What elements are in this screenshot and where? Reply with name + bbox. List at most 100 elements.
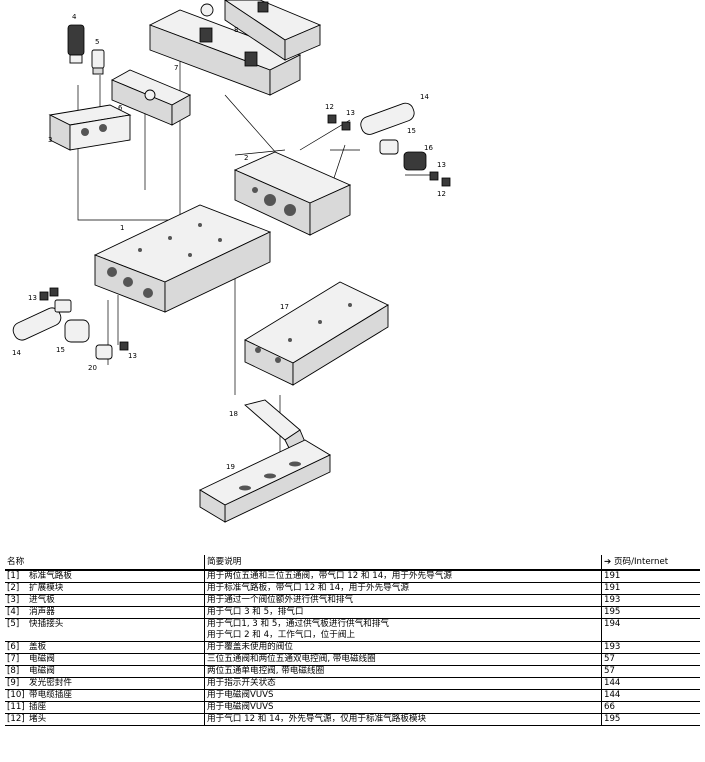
callout: 13 [346, 109, 355, 117]
cell-name: [7] 电磁阀 [5, 653, 205, 666]
cell-page: 57 [601, 653, 700, 666]
table-row: [1]标准气路板用于两位五通和三位五通阀，带气口 12 和 14，用于外先导气源… [5, 570, 700, 583]
cell-page: 66 [601, 701, 700, 714]
cell-description: 两位五通单电控阀, 带电磁线圈 [204, 665, 602, 678]
item-number: [6] [7, 642, 20, 652]
fitting-5 [91, 49, 105, 75]
item-number: [2] [7, 583, 20, 593]
cell-description: 用于指示开关状态 [204, 677, 602, 690]
manifold-1 [93, 204, 272, 313]
description-line: 用于气口 12 和 14，外先导气源，仅用于标准气路板模块 [207, 714, 427, 724]
description-line: 用于覆盖未使用的阀位 [207, 642, 293, 652]
description-line: 两位五通单电控阀, 带电磁线圈 [207, 666, 325, 676]
supply-plate-3 [48, 104, 132, 151]
item-number: [9] [7, 678, 20, 688]
header-name: 名称 [5, 555, 205, 571]
callout: 6 [118, 104, 123, 112]
callout: 1 [120, 224, 124, 232]
callout-labels: 1 2 3 4 5 6 7 8 12 13 14 15 16 13 12 13 … [12, 13, 446, 471]
table-row: [2] 扩展模块 用于标准气路板，带气口 12 和 14，用于外先导气源 191 [5, 582, 700, 595]
arrow-icon: ➔ [604, 557, 612, 567]
parts-table: 名称 简要说明 ➔ 页码/Internet [1]标准气路板用于两位五通和三位五… [5, 555, 700, 726]
cell-page: 191 [601, 582, 700, 595]
cell-page: 195 [601, 713, 700, 726]
callout: 5 [95, 38, 99, 46]
left-fittings [12, 287, 129, 360]
item-name: 扩展模块 [29, 583, 64, 593]
cell-name: [4]消声器 [5, 606, 205, 619]
callout: 17 [280, 303, 289, 311]
solenoid-valve-8 [224, 0, 322, 61]
cell-name: [1]标准气路板 [5, 570, 205, 583]
description-line: 三位五通阀和两位五通双电控阀, 带电磁线圈 [207, 654, 376, 664]
cell-name: [9] 发光密封件 [5, 677, 205, 690]
item-name: 堵头 [29, 714, 47, 724]
item-number: [7] [7, 654, 20, 664]
cell-description: 用于气口1, 3 和 5，通过供气板进行供气和排气用于气口 2 和 4，工作气口… [204, 618, 602, 642]
cell-page: 193 [601, 641, 700, 654]
solenoid-valve-7 [148, 3, 302, 96]
header-page: ➔ 页码/Internet [601, 555, 700, 571]
cell-description: 用于气口 3 和 5，排气口 [204, 606, 602, 619]
callout: 15 [56, 346, 65, 354]
cell-name: [8]电磁阀 [5, 665, 205, 678]
callout: 14 [12, 349, 21, 357]
item-name: 带电缆插座 [29, 690, 72, 700]
cell-name: [6] 盖板 [5, 641, 205, 654]
cell-description: 用于通过一个阀位额外进行供气和排气 [204, 594, 602, 607]
description-line: 用于标准气路板，带气口 12 和 14，用于外先导气源 [207, 583, 409, 593]
item-number: [4] [7, 607, 20, 617]
callout: 18 [229, 410, 238, 418]
cell-page: 57 [601, 665, 700, 678]
item-number: [12] [7, 714, 25, 724]
clip-18 [244, 399, 306, 451]
item-name: 插座 [29, 702, 47, 712]
item-number: [3] [7, 595, 20, 605]
cell-description: 用于气口 12 和 14，外先导气源，仅用于标准气路板模块 [204, 713, 602, 726]
header-page-label: 页码/Internet [613, 557, 669, 567]
callout: 20 [88, 364, 97, 372]
description-line: 用于两位五通和三位五通阀，带气口 12 和 14，用于外先导气源 [207, 571, 452, 581]
callout: 16 [424, 144, 433, 152]
table-row: [7] 电磁阀 三位五通阀和两位五通双电控阀, 带电磁线圈 57 [5, 653, 700, 666]
cell-description: 用于两位五通和三位五通阀，带气口 12 和 14，用于外先导气源 [204, 570, 602, 583]
manifold-17 [244, 281, 389, 386]
item-name: 电磁阀 [29, 666, 55, 676]
cell-page: 195 [601, 606, 700, 619]
callout: 14 [420, 93, 429, 101]
item-name: 进气板 [29, 595, 55, 605]
item-name: 电磁阀 [29, 654, 55, 664]
cell-description: 用于电磁阀VUVS [204, 689, 602, 702]
callout: 19 [226, 463, 235, 471]
cell-page: 194 [601, 618, 700, 642]
extension-module-2 [233, 151, 352, 236]
item-number: [5] [7, 619, 20, 629]
header-description: 简要说明 [204, 555, 602, 571]
cell-name: [3] 进气板 [5, 594, 205, 607]
table-body: [1]标准气路板用于两位五通和三位五通阀，带气口 12 和 14，用于外先导气源… [5, 570, 700, 726]
item-name: 盖板 [29, 642, 47, 652]
callout: 13 [128, 352, 137, 360]
cell-name: [12] 堵头 [5, 713, 205, 726]
callout: 7 [174, 64, 178, 72]
leader-lines [77, 60, 430, 465]
callout: 13 [437, 161, 446, 169]
description-line: 用于指示开关状态 [207, 678, 276, 688]
exploded-assembly-drawing: 1 2 3 4 5 6 7 8 12 13 14 15 16 13 12 13 … [12, 0, 451, 523]
callout: 15 [407, 127, 416, 135]
callout: 12 [325, 103, 334, 111]
callout: 12 [437, 190, 446, 198]
cell-page: 193 [601, 594, 700, 607]
description-line: 用于气口1, 3 和 5，通过供气板进行供气和排气 [207, 619, 390, 629]
callout: 13 [28, 294, 37, 302]
item-name: 发光密封件 [29, 678, 72, 688]
item-name: 标准气路板 [29, 571, 72, 581]
cover-plate-6 [110, 69, 192, 126]
cell-name: [11]插座 [5, 701, 205, 714]
table-header-row: 名称 简要说明 ➔ 页码/Internet [5, 555, 700, 571]
silencer-4 [67, 24, 85, 64]
description-line: 用于电磁阀VUVS [207, 702, 274, 712]
